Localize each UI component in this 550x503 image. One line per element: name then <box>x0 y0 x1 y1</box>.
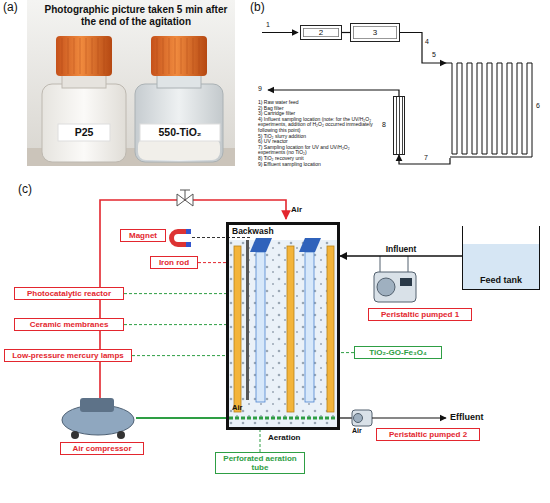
flow-label: Effluent <box>450 412 484 422</box>
node-text: Peristaltic pumped 1 <box>372 310 468 319</box>
callout-box: Peristaltic pumped 2 <box>376 428 480 441</box>
callout-box: Peristaltic pumped 1 <box>368 308 472 321</box>
node-text: Magnet <box>124 231 162 240</box>
callout-box: Photocatalytic reactor <box>14 287 124 300</box>
leader-line <box>340 352 354 353</box>
node-text: 2 <box>319 28 323 37</box>
node-text: 6 <box>536 102 540 109</box>
callout-number: 7 <box>424 154 428 162</box>
callout-number: 5 <box>432 51 436 59</box>
bag-filter: 2 <box>300 25 342 40</box>
edge-label: Influent <box>386 244 417 254</box>
node-text: Backwash <box>232 226 274 236</box>
number-key: 1) Raw water feed2) Bag filter3) Cartrid… <box>258 100 378 167</box>
leader-line <box>260 430 261 452</box>
callout-number: 4 <box>425 38 429 46</box>
uv-reactor: 6 <box>446 58 546 158</box>
callout-box: Air compressor <box>60 442 144 455</box>
callout-box: Perforated aeration tube <box>215 452 305 474</box>
flow-label: Air <box>232 404 242 413</box>
photo-caption: Photographic picture taken 5 min after t… <box>38 4 234 27</box>
flow-label: Air <box>352 427 362 435</box>
pipe <box>342 32 350 33</box>
flow-label: Air <box>291 205 302 214</box>
pipe <box>399 155 450 164</box>
callout-box: Ceramic membranes <box>14 318 124 331</box>
feed-tank: Feed tank <box>462 226 540 290</box>
node-text: Low-pressure mercury lamps <box>8 351 128 360</box>
leader-line <box>132 355 226 356</box>
node-text: 3 <box>373 28 377 37</box>
callout-box: Low-pressure mercury lamps <box>4 349 132 362</box>
panel-letter: (c) <box>18 183 32 197</box>
key-entry: 4) Influent sampling location (note: for… <box>258 117 378 134</box>
node-text: TiO₂-GO-Fe₃O₄ <box>358 348 438 357</box>
node-text: 8 <box>382 121 386 128</box>
leader-line <box>124 324 226 325</box>
key-entry: 1) Raw water feed <box>258 100 378 106</box>
leader-line <box>124 293 226 294</box>
sample-label: 550-TiO₂ <box>140 126 220 138</box>
node-text: Air compressor <box>64 444 140 453</box>
callout-number: 9 <box>258 85 262 93</box>
node-text: Peristaltic pumped 2 <box>380 430 476 439</box>
node-text: Iron rod <box>154 258 194 267</box>
node-text: Ceramic membranes <box>18 320 120 329</box>
panel-letter: (b) <box>250 1 265 15</box>
key-entry: 9) Effluent sampling location <box>258 162 378 168</box>
node-text: Perforated aeration tube <box>219 454 301 472</box>
pipe <box>400 33 446 64</box>
callout-box: Iron rod <box>150 256 198 269</box>
panel-letter: (a) <box>3 1 18 15</box>
callout-box: TiO₂-GO-Fe₃O₄ <box>354 346 442 359</box>
flow-label: Aeration <box>268 433 300 442</box>
node-text: Photocatalytic reactor <box>18 289 120 298</box>
callout-box: Magnet <box>120 229 166 242</box>
reactor-tank: Backwash <box>226 222 340 430</box>
leader-line <box>198 262 226 263</box>
bottle-photo <box>27 0 235 166</box>
node-text: Feed tank <box>463 275 539 285</box>
sample-label: P25 <box>58 126 110 138</box>
callout-number: 1 <box>266 21 270 29</box>
cartridge-filter: 3 <box>350 23 400 42</box>
recovery-unit: 8 <box>393 96 405 155</box>
flow-arrow <box>340 255 462 256</box>
key-entry: 7) Sampling location for UV and UV/H₂O₂ … <box>258 145 378 156</box>
